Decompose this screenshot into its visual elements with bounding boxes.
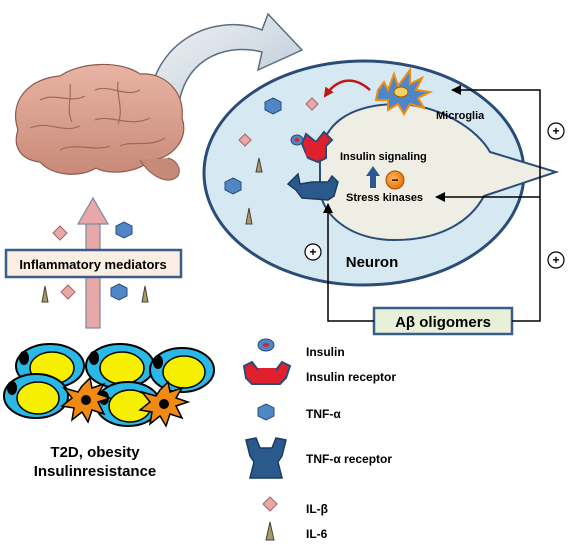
neuron-shape bbox=[318, 102, 560, 242]
inflammatory-mediators-box: Inflammatory mediators bbox=[4, 248, 183, 279]
adipocyte-cell bbox=[3, 373, 69, 419]
tnf-alpha-receptor-icon bbox=[286, 172, 339, 201]
adipocyte-cluster bbox=[3, 343, 215, 428]
microglia-icon bbox=[374, 67, 434, 116]
il-beta-diamond-icon bbox=[238, 133, 252, 147]
insulin-receptor-icon bbox=[290, 130, 334, 164]
il-6-triangle-icon bbox=[245, 207, 253, 225]
insulin-signaling-label: Insulin signaling bbox=[340, 151, 427, 163]
il-6-triangle-icon bbox=[41, 285, 49, 303]
tnf-hexagon-icon bbox=[224, 177, 242, 195]
svg-text:TNF-α: TNF-α bbox=[306, 407, 341, 421]
svg-text:Insulin receptor: Insulin receptor bbox=[306, 370, 396, 384]
abeta-oligomers-box: Aβ oligomers bbox=[372, 306, 514, 336]
svg-text:+: + bbox=[552, 253, 559, 267]
microglia-label: Microglia bbox=[436, 110, 485, 122]
legend-item-il-6: IL-6 bbox=[265, 521, 328, 541]
inflammatory-mediators-label: Inflammatory mediators bbox=[19, 257, 166, 272]
svg-text:TNF-α receptor: TNF-α receptor bbox=[306, 452, 392, 466]
plus-sign-icon: + bbox=[547, 122, 565, 140]
macrophage-icon bbox=[138, 380, 191, 428]
abeta-oligomers-label: Aβ oligomers bbox=[395, 314, 491, 331]
tnf-hexagon-icon bbox=[115, 221, 133, 239]
svg-text:+: + bbox=[552, 124, 559, 138]
tnf-hexagon-icon bbox=[264, 97, 282, 115]
abeta-to-microglia-arrow bbox=[451, 85, 541, 322]
svg-text:Insulin: Insulin bbox=[306, 345, 345, 359]
neuron-label: Neuron bbox=[346, 254, 399, 271]
stress-kinases-label: Stress kinases bbox=[346, 192, 423, 204]
inhibition-minus-sign: − bbox=[391, 173, 398, 187]
adipocyte-cell bbox=[149, 347, 215, 393]
caption-line-1: T2D, obesity bbox=[50, 444, 140, 461]
brain-to-cell-curved-arrow bbox=[147, 12, 304, 115]
plus-sign-icon: + bbox=[304, 243, 322, 261]
inhibition-icon bbox=[385, 170, 405, 190]
svg-text:IL-6: IL-6 bbox=[306, 527, 328, 541]
il-beta-diamond-icon bbox=[52, 225, 68, 241]
caption-line-2: Insulinresistance bbox=[34, 463, 157, 480]
legend-item-tnf-alpha: TNF-α bbox=[257, 403, 341, 421]
il-6-triangle-icon bbox=[141, 285, 149, 303]
legend: Insulin Insulin receptor TNF-α TNF-α rec… bbox=[242, 338, 396, 541]
microglia-release-arrow bbox=[323, 79, 371, 98]
legend-item-insulin-receptor: Insulin receptor bbox=[242, 360, 396, 385]
legend-item-il-beta: IL-β bbox=[262, 496, 328, 516]
svg-text:+: + bbox=[309, 245, 316, 259]
il-beta-diamond-icon bbox=[305, 97, 319, 111]
insulin-signaling-up-arrow-icon bbox=[366, 166, 380, 188]
abeta-to-tnf-receptor-arrow bbox=[323, 203, 374, 322]
tnf-hexagon-icon bbox=[110, 283, 128, 301]
svg-text:IL-β: IL-β bbox=[306, 502, 328, 516]
plus-sign-icon: + bbox=[547, 251, 565, 269]
brain-image bbox=[15, 63, 185, 181]
il-6-triangle-icon bbox=[255, 157, 263, 173]
macrophage-icon bbox=[60, 376, 113, 424]
legend-item-insulin: Insulin bbox=[257, 338, 345, 359]
adipocyte-cell bbox=[85, 343, 155, 389]
legend-item-tnf-alpha-receptor: TNF-α receptor bbox=[245, 437, 392, 479]
il-beta-diamond-icon bbox=[60, 284, 76, 300]
